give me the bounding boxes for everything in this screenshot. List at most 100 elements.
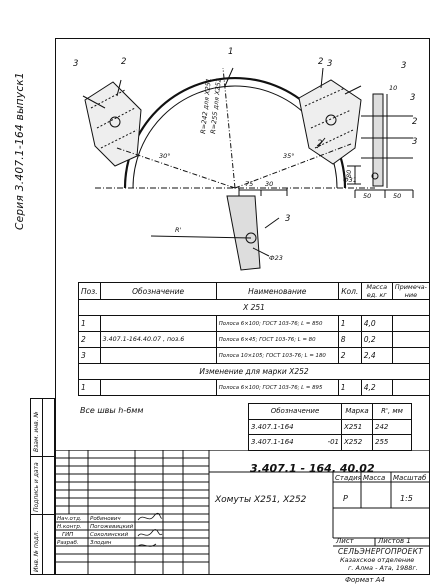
person-name-2: Погожевицкий	[90, 524, 134, 530]
cell-note	[391, 379, 431, 396]
cell-pos: 3	[78, 347, 101, 364]
cell-name: Полоса 6×100; ГОСТ 103-76; L = 850	[215, 315, 339, 332]
dim-50b: 50	[393, 192, 401, 200]
cell-qty: 1	[337, 315, 362, 332]
callout-3-section: 3	[285, 214, 290, 224]
spec-header-row: Поз. Обозначение Наименование Кол. Масса…	[78, 282, 431, 300]
cell-r: 255	[372, 434, 412, 451]
mark-table: Обозначение Марка R', мм 3.407.1-164 X25…	[248, 403, 412, 451]
format-label: Формат А4	[345, 576, 385, 584]
callout-2-right: 2	[318, 57, 323, 67]
scale-value: 1:5	[400, 494, 413, 503]
dim-ang-left: 30°	[159, 152, 171, 160]
side-stamp-divider	[42, 398, 43, 575]
cell-code: 3.407.1-164	[248, 418, 342, 435]
cell-pos: 2	[78, 331, 101, 348]
person-role-2: Н.контр.	[57, 524, 82, 530]
dim-phi23: Ф23	[269, 254, 283, 262]
drawing-canvas: 1 2 3 2 3 2 3 3 2 3 3 R=242 для X251 R=2…	[73, 47, 417, 271]
weld-note: Все швы h-6мм	[80, 406, 144, 415]
cell-code	[99, 315, 217, 332]
cell-qty: 2	[337, 347, 362, 364]
right-bracket	[298, 79, 362, 165]
dim-phi31: Ф31	[343, 176, 357, 184]
cell-mass: 4,0	[360, 315, 393, 332]
sheets-label: Листов 1	[378, 537, 411, 545]
spec-col-mass: Масса ед. кг	[360, 282, 393, 300]
callout-1-top: 1	[228, 47, 233, 57]
title-block-grid	[55, 450, 430, 575]
org-name: СЕЛЬЭНЕРГОПРОЕКТ	[338, 547, 423, 556]
spec-section-x251: X 251	[78, 299, 430, 316]
cell-note	[391, 347, 431, 364]
stage-value: Р	[343, 494, 348, 503]
person-name-4: Злодин	[90, 540, 112, 546]
cell-mark: X252	[341, 434, 373, 451]
side-view-plate	[372, 93, 384, 187]
table-row: 3 Полоса 10×105; ГОСТ 103-76; L = 180 2 …	[78, 347, 431, 364]
spec-section-x252: Изменение для марки X252	[78, 363, 430, 380]
cell-name: Полоса 6×100; ГОСТ 103-76; L = 895	[215, 379, 339, 396]
mark-col-mark: Марка	[341, 403, 373, 420]
dim-10: 10	[389, 84, 397, 92]
person-role-4: Разраб.	[57, 540, 79, 546]
callout-2-side: 2	[412, 117, 417, 127]
cell-qty: 1	[337, 379, 362, 396]
dim-30: 30	[265, 180, 273, 188]
callout-2-left: 2	[121, 57, 126, 67]
person-role-3: ГИП	[62, 532, 74, 538]
cell-note	[391, 315, 431, 332]
dim-ang-right: 35°	[283, 152, 295, 160]
org-branch: Казахское отделение	[340, 556, 415, 564]
person-name-1: Робинович	[90, 516, 121, 522]
cell-pos: 1	[78, 379, 101, 396]
scale-header: Масштаб	[393, 474, 427, 482]
mark-col-r: R', мм	[372, 403, 412, 420]
cell-code: 3.407.1-164 -01	[248, 434, 342, 451]
left-bracket	[84, 81, 142, 167]
section-plate	[226, 195, 261, 271]
callout-3-side: 3	[410, 93, 415, 103]
spec-col-pos: Поз.	[78, 282, 101, 300]
table-row: 3.407.1-164 -01 X252 255	[248, 434, 412, 451]
stage-header: Стадия	[335, 474, 362, 482]
cell-name: Полоса 10×105; ГОСТ 103-76; L = 180	[215, 347, 339, 364]
callout-3-side2: 3	[412, 137, 417, 147]
side-stamp-line2	[30, 514, 55, 515]
dim-80: 80	[345, 170, 353, 178]
cell-code: 3.407.1-164.40.07 , поз.6	[99, 331, 217, 348]
table-row: 1 Полоса 6×100; ГОСТ 103-76; L = 895 1 4…	[78, 379, 431, 396]
spec-col-name: Наименование	[215, 282, 339, 300]
dim-75: 75	[245, 180, 253, 188]
side-stamp-replace: Взам. инв. №	[33, 411, 40, 452]
table-row: 3.407.1-164 X251 242	[248, 418, 412, 435]
sheet-frame	[55, 38, 430, 575]
doc-title: Хомуты X251, X252	[215, 495, 307, 505]
cell-note	[391, 331, 431, 348]
sheet-label: Лист	[336, 537, 354, 545]
doc-code: 3.407.1 - 164. 40.02	[250, 462, 375, 475]
right-bracket-hole	[325, 114, 337, 126]
side-stamp-line1	[30, 456, 55, 457]
signatures	[137, 512, 163, 547]
callout-2-lower: 2	[317, 139, 322, 149]
dim-50a: 50	[363, 192, 371, 200]
callout-3-far: 3	[401, 61, 406, 71]
cell-mass: 4,2	[360, 379, 393, 396]
org-city: г. Алма - Ата, 1988г.	[348, 564, 418, 572]
spec-col-note: Примеча- ние	[391, 282, 431, 300]
callout-3-right: 3	[327, 59, 332, 69]
callout-3-left: 3	[73, 59, 78, 69]
spec-col-qty: Кол.	[337, 282, 362, 300]
table-row: 2 3.407.1-164.40.07 , поз.6 Полоса 6×45;…	[78, 331, 431, 348]
cell-name: Полоса 6×45; ГОСТ 103-76; L = 80	[215, 331, 339, 348]
table-row: 1 Полоса 6×100; ГОСТ 103-76; L = 850 1 4…	[78, 315, 431, 332]
person-role-1: Нач.отд.	[57, 516, 82, 522]
specification-table: Поз. Обозначение Наименование Кол. Масса…	[78, 282, 431, 396]
left-bracket-hole	[109, 116, 121, 128]
dim-r-prime: R'	[175, 226, 182, 234]
mass-header: Масса	[363, 474, 386, 482]
cell-code	[99, 347, 217, 364]
cell-r: 242	[372, 418, 412, 435]
side-stamp-sign: Подпись и дата	[33, 462, 40, 512]
